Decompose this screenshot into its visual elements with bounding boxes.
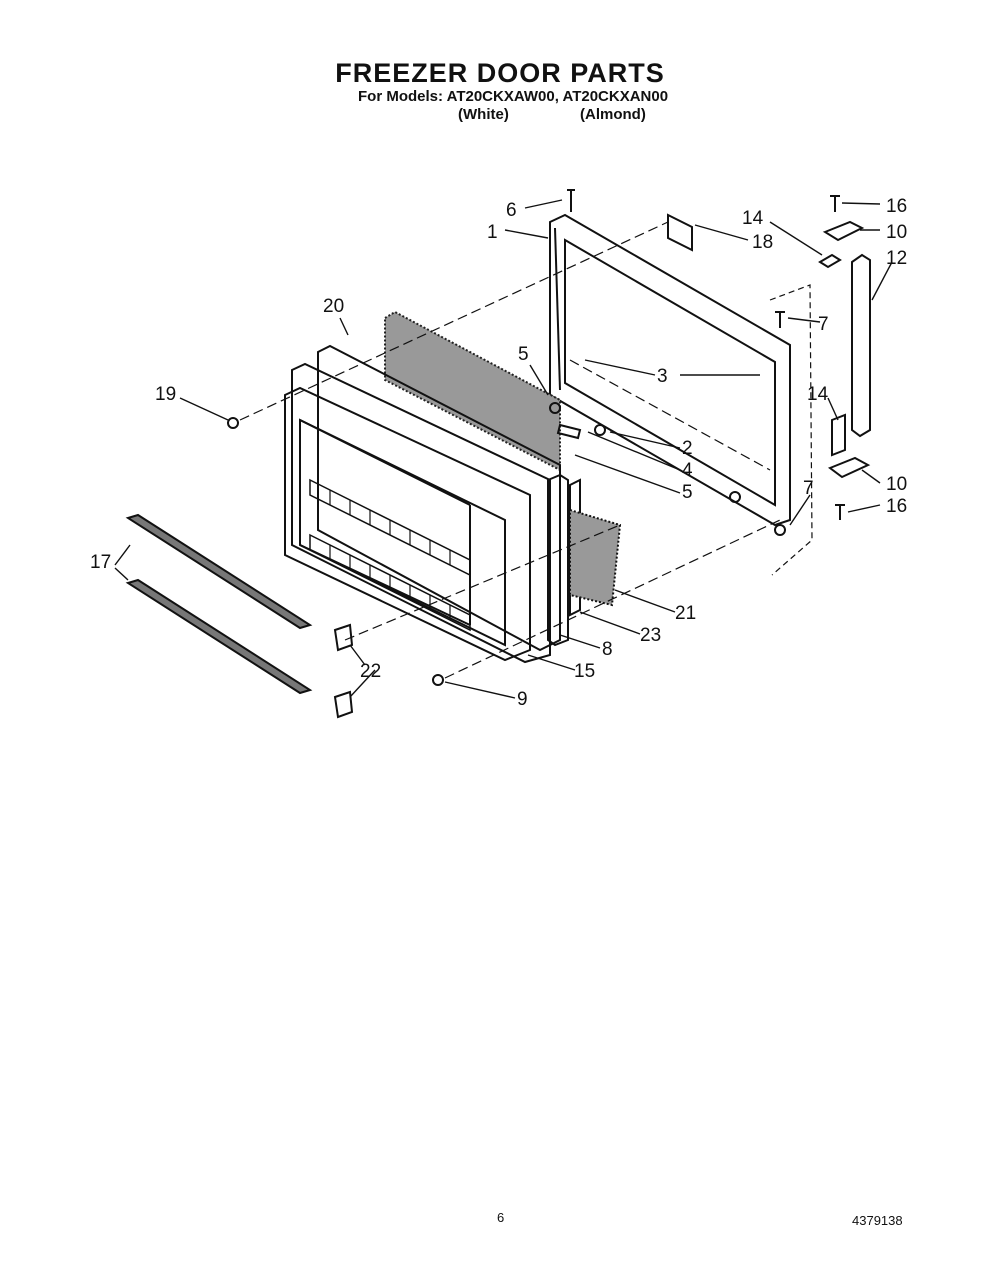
trim-strip-upper: [125, 513, 313, 630]
callout-18: 18: [752, 232, 773, 253]
callout-10b: 10: [886, 474, 907, 495]
door-frame: [549, 213, 791, 527]
callout-4: 4: [682, 460, 693, 481]
callout-15: 15: [574, 661, 595, 682]
callout-14b: 14: [807, 384, 829, 405]
callout-16b: 16: [886, 496, 907, 517]
callout-14: 14: [742, 208, 764, 229]
callout-10: 10: [886, 222, 907, 243]
page-number: 6: [497, 1210, 505, 1225]
callout-3: 3: [657, 366, 668, 387]
callout-17: 17: [90, 552, 111, 573]
door-liner: [284, 386, 531, 662]
callout-21: 21: [675, 603, 696, 624]
models-line: For Models: AT20CKXAW00, AT20CKXAN00: [358, 88, 669, 105]
callout-23: 23: [640, 625, 661, 646]
callout-19: 19: [155, 384, 176, 405]
callout-labels: 6 1 18 16 14 10 12 7 20 5 3 19 14 2 4 10…: [90, 196, 907, 710]
callout-1: 1: [487, 222, 498, 243]
trim-strip-lower: [125, 578, 313, 695]
callout-6: 6: [506, 200, 517, 221]
callout-8: 8: [602, 639, 613, 660]
callout-7b: 7: [803, 478, 814, 499]
callout-5b: 5: [682, 482, 693, 503]
callout-22: 22: [360, 661, 381, 682]
callout-20: 20: [323, 296, 344, 317]
page-title: FREEZER DOOR PARTS: [335, 58, 665, 88]
callout-7: 7: [818, 314, 829, 335]
variant-almond: (Almond): [580, 106, 646, 123]
callout-12: 12: [886, 248, 907, 269]
callout-2: 2: [682, 438, 693, 459]
callout-16: 16: [886, 196, 907, 217]
hinge-bar: [851, 253, 871, 438]
callout-9: 9: [517, 689, 528, 710]
callout-5: 5: [518, 344, 529, 365]
insulation-panel: [384, 310, 561, 472]
top-hinge: [822, 220, 865, 242]
variant-white: (White): [458, 106, 509, 123]
document-number: 4379138: [852, 1213, 903, 1228]
bottom-hinge: [827, 456, 871, 479]
